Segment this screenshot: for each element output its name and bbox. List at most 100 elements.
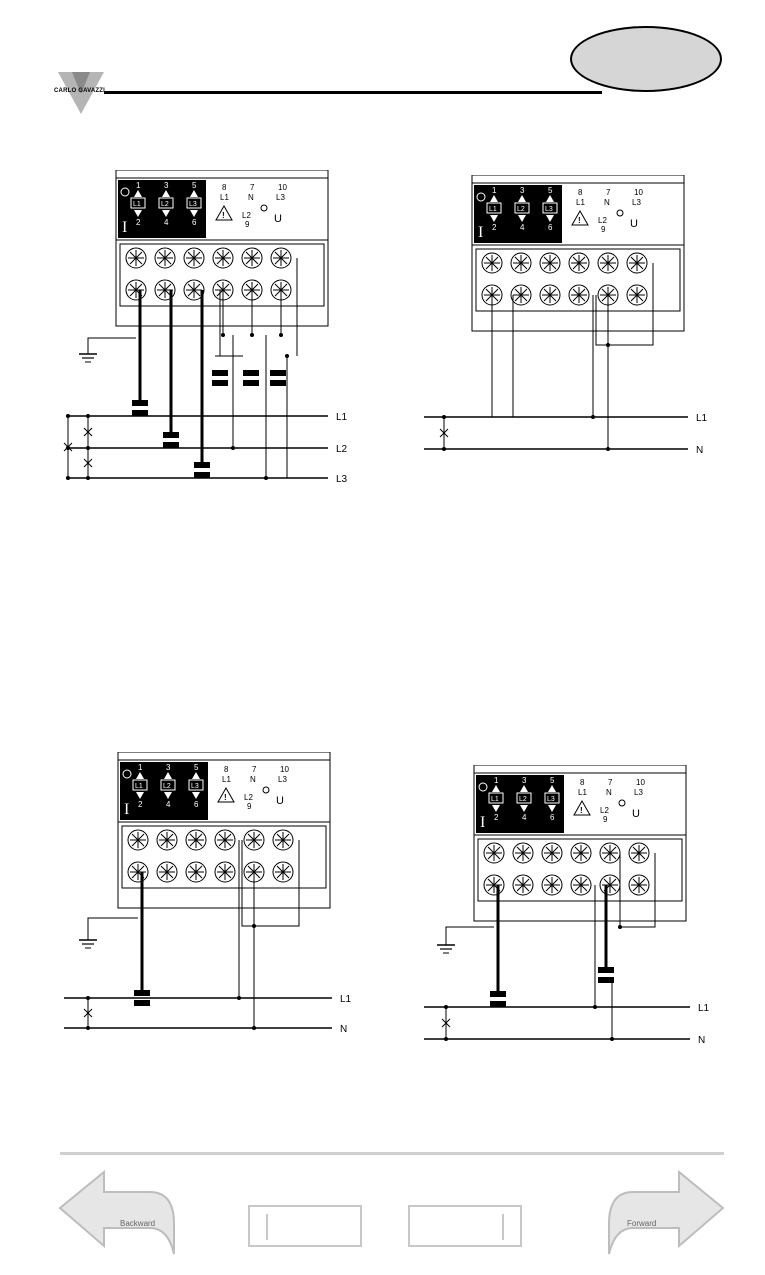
current-transformer xyxy=(212,370,228,376)
l2-number: 9 xyxy=(245,220,250,229)
current-number-bottom: 6 xyxy=(194,800,199,809)
current-label: L2 xyxy=(161,201,169,208)
current-label: L1 xyxy=(135,783,143,790)
current-label: L2 xyxy=(519,796,527,803)
current-transformer xyxy=(490,991,506,997)
current-number-top: 3 xyxy=(520,186,525,195)
junction-dot xyxy=(252,924,256,928)
current-label: L3 xyxy=(189,201,197,208)
current-number-bottom: 6 xyxy=(548,223,553,232)
current-number-bottom: 6 xyxy=(550,813,555,822)
junction-dot xyxy=(86,996,90,1000)
l2-number: 9 xyxy=(247,802,252,811)
backward-arrow-button[interactable]: Backward xyxy=(58,1168,178,1256)
current-transformer xyxy=(132,410,148,416)
current-number-bottom: 2 xyxy=(494,813,499,822)
forward-arrow-button[interactable]: Forward xyxy=(605,1168,725,1256)
junction-dot xyxy=(444,1037,448,1041)
junction-dot xyxy=(250,333,254,337)
logo-text: CARLO GAVAZZI xyxy=(54,88,105,94)
voltage-number: 8 xyxy=(578,188,583,197)
l2-label: L2 xyxy=(600,806,609,815)
junction-dot xyxy=(231,446,235,450)
l2-label: L2 xyxy=(242,211,251,220)
wiring-diagram-single-phase-ct: I1L123L245L368L17N10L3!L29UL1N xyxy=(60,752,360,1042)
current-number-bottom: 4 xyxy=(164,218,169,227)
phase-line-label: N xyxy=(696,445,703,456)
junction-dot xyxy=(593,1005,597,1009)
current-transformer xyxy=(270,380,286,386)
voltage-number: 7 xyxy=(252,765,257,774)
current-number-bottom: 4 xyxy=(166,800,171,809)
l2-label: L2 xyxy=(244,793,253,802)
current-transformer xyxy=(194,472,210,478)
phase-line-label: L2 xyxy=(336,444,348,455)
page-box-right[interactable] xyxy=(408,1205,522,1247)
phase-line-label: L1 xyxy=(336,412,348,423)
current-transformer xyxy=(134,990,150,996)
voltage-number: 10 xyxy=(280,765,289,774)
phase-line-label: L1 xyxy=(340,994,352,1005)
current-number-bottom: 2 xyxy=(136,218,141,227)
current-transformer xyxy=(194,462,210,468)
current-transformer xyxy=(243,380,259,386)
current-number-top: 5 xyxy=(192,181,197,190)
phase-line-label: L1 xyxy=(698,1003,710,1014)
voltage-number: 8 xyxy=(222,183,227,192)
current-transformer xyxy=(243,370,259,376)
junction-dot xyxy=(591,415,595,419)
voltage-label: L1 xyxy=(576,198,585,207)
junction-dot xyxy=(610,1037,614,1041)
warning-mark: ! xyxy=(222,211,225,220)
current-label: L1 xyxy=(489,206,497,213)
backward-label: Backward xyxy=(120,1219,155,1228)
current-label: L2 xyxy=(163,783,171,790)
current-transformer xyxy=(270,370,286,376)
voltage-number: 8 xyxy=(580,778,585,787)
l2-number: 9 xyxy=(603,815,608,824)
ground-wire xyxy=(88,338,136,354)
voltage-label: L3 xyxy=(276,193,285,202)
current-number-top: 3 xyxy=(164,181,169,190)
junction-dot xyxy=(444,1005,448,1009)
current-label: L3 xyxy=(545,206,553,213)
current-number-top: 1 xyxy=(138,763,143,772)
page-box-left[interactable] xyxy=(248,1205,362,1247)
current-transformer xyxy=(132,400,148,406)
current-transformer xyxy=(163,442,179,448)
current-number-bottom: 6 xyxy=(192,218,197,227)
current-label: L1 xyxy=(133,201,141,208)
current-label: L2 xyxy=(517,206,525,213)
current-number-bottom: 4 xyxy=(522,813,527,822)
current-number-bottom: 2 xyxy=(492,223,497,232)
current-number-top: 1 xyxy=(494,776,499,785)
ground-wire xyxy=(88,918,138,940)
current-label: L3 xyxy=(547,796,555,803)
voltage-number: 7 xyxy=(250,183,255,192)
current-number-bottom: 4 xyxy=(520,223,525,232)
ground-wire xyxy=(446,927,494,945)
current-transformer xyxy=(598,977,614,983)
voltage-number: 7 xyxy=(606,188,611,197)
junction-dot xyxy=(606,343,610,347)
warning-mark: ! xyxy=(578,216,581,225)
junction-dot xyxy=(442,415,446,419)
current-number-top: 5 xyxy=(548,186,553,195)
current-number-top: 1 xyxy=(136,181,141,190)
voltage-number: 10 xyxy=(636,778,645,787)
voltage-number: 10 xyxy=(634,188,643,197)
junction-dot xyxy=(252,1026,256,1030)
junction-dot xyxy=(86,1026,90,1030)
current-symbol: I xyxy=(124,801,129,818)
l2-label: L2 xyxy=(598,216,607,225)
voltage-number: 10 xyxy=(278,183,287,192)
current-number-top: 1 xyxy=(492,186,497,195)
current-number-top: 5 xyxy=(194,763,199,772)
junction-dot xyxy=(237,996,241,1000)
voltage-label: L1 xyxy=(578,788,587,797)
voltage-symbol: U xyxy=(274,213,282,225)
voltage-symbol: U xyxy=(632,808,640,820)
current-transformer xyxy=(163,432,179,438)
junction-dot xyxy=(285,354,289,358)
current-number-top: 3 xyxy=(522,776,527,785)
